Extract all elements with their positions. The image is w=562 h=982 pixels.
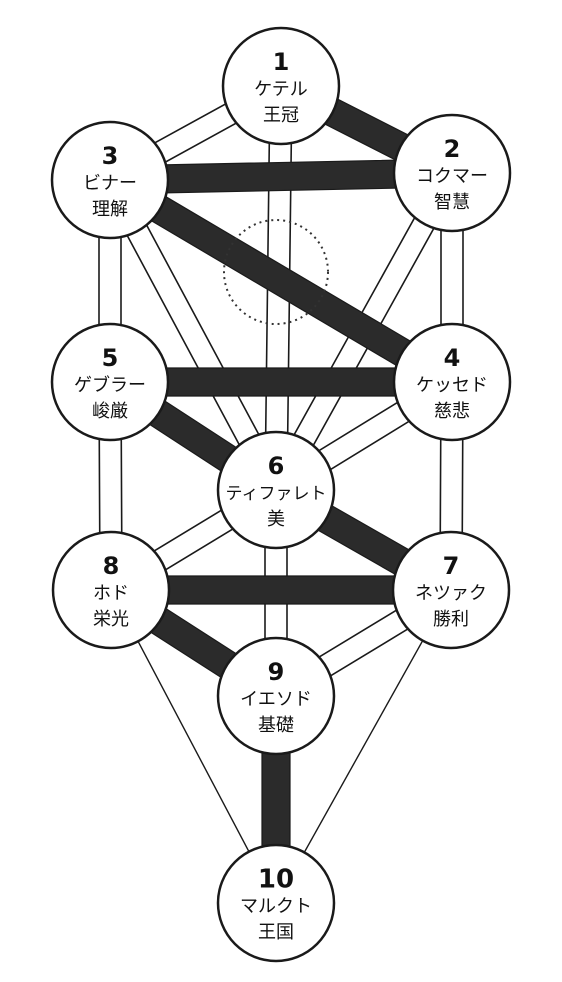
sephira-circle [216, 843, 336, 963]
sephira-meaning: 慈悲 [434, 401, 470, 422]
dotted-circle [223, 219, 329, 325]
sephira-meaning: 基礎 [258, 715, 294, 736]
sephira-circle [221, 26, 341, 146]
sephira-meaning: 峻厳 [92, 401, 128, 422]
sephira-number: 6 [268, 452, 285, 480]
sephira-circle [216, 430, 336, 550]
sephira-meaning: 理解 [92, 199, 128, 220]
sephira-meaning: 栄光 [93, 609, 129, 630]
sephira-meaning: 勝利 [433, 609, 469, 630]
sephira-circle [392, 322, 512, 442]
sephira-number: 4 [444, 344, 461, 372]
sephira-circle [392, 113, 512, 233]
sephira-number: 2 [444, 135, 461, 163]
sephira-name: コクマー [416, 166, 488, 187]
sephira-name: ビナー [83, 173, 137, 194]
sephira-name: ゲブラー [74, 374, 146, 396]
sephira-name: ケッセド [416, 375, 488, 396]
sephira-circle [216, 636, 336, 756]
sephira-number: 9 [268, 658, 285, 686]
sephira-circle [50, 120, 170, 240]
sephira-circle [391, 530, 511, 650]
sephira-number: 3 [102, 142, 119, 170]
sephira-circle [51, 530, 171, 650]
sephira-circle [50, 322, 170, 442]
sephira-name: マルクト [240, 896, 312, 917]
path-7-10 [275, 589, 452, 904]
sephira-number: 10 [258, 865, 294, 895]
sephira-meaning: 王冠 [263, 105, 299, 126]
sephira-name: ホド [93, 583, 129, 604]
sephira-meaning: 智慧 [434, 192, 470, 213]
sephira-name: イエソド [240, 689, 312, 710]
sephira-meaning: 美 [267, 509, 285, 530]
sephira-number: 7 [443, 552, 460, 580]
sephira-meaning: 王国 [258, 922, 294, 943]
sephira-number: 5 [102, 344, 119, 372]
sephira-number: 8 [103, 552, 120, 580]
sephira-name: ケテル [254, 79, 308, 100]
daath-dotted-circle [223, 219, 329, 325]
sephira-number: 1 [273, 48, 290, 76]
sephira-name: ティファレト [226, 484, 327, 504]
sephira-name: ネツァク [415, 583, 487, 604]
